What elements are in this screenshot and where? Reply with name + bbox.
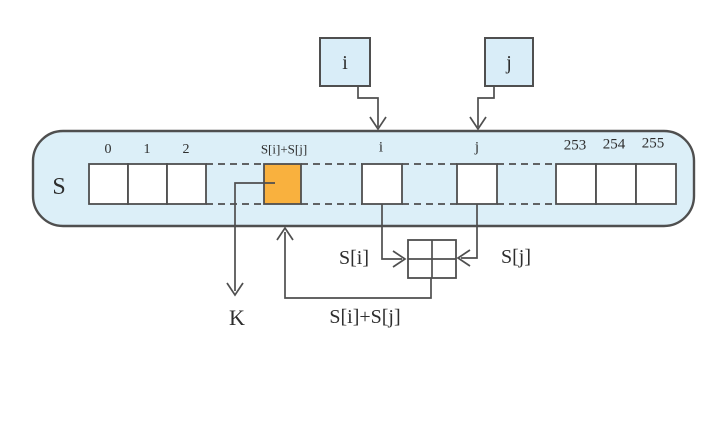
cell-2 (166, 163, 207, 205)
arrow-sj-to-adder (461, 204, 478, 259)
sj-label: S[j] (501, 246, 531, 268)
arrow-k-output-head (226, 282, 244, 297)
arrow-j-to-array-head (469, 116, 487, 131)
index-label-2: 2 (182, 142, 190, 157)
index-label-sum: S[i]+S[j] (260, 141, 308, 157)
arrow-sum-to-array (284, 232, 432, 299)
cell-253 (555, 163, 597, 205)
arrow-k-output (234, 182, 275, 291)
index-label-j: j (474, 139, 480, 156)
array-name-label: S (52, 174, 66, 200)
cell-highlight-sum (263, 163, 302, 205)
arrow-i-to-array-head (369, 116, 387, 131)
pointer-box-i-label: i (342, 52, 348, 74)
cell-1 (127, 163, 168, 205)
index-label-255: 255 (641, 135, 665, 152)
index-label-254: 254 (602, 136, 626, 153)
arrow-i-to-array (357, 86, 379, 127)
index-label-253: 253 (563, 137, 587, 154)
cell-254 (595, 163, 637, 205)
index-label-1: 1 (143, 142, 151, 157)
index-label-0: 0 (104, 142, 112, 157)
arrow-sum-to-array-head (276, 226, 294, 241)
arrow-j-to-array (477, 86, 495, 127)
cell-0 (88, 163, 129, 205)
si-label: S[i] (339, 247, 369, 269)
arrow-sj-to-adder-head (456, 249, 471, 267)
index-label-i: i (378, 139, 384, 156)
k-output-label: K (229, 305, 245, 330)
cell-255 (635, 163, 677, 205)
cell-j (456, 163, 498, 205)
arrow-si-to-adder (381, 204, 402, 260)
pointer-box-j-label: j (506, 52, 512, 74)
arrow-si-to-adder-head (392, 250, 407, 268)
pointer-box-j (484, 37, 534, 87)
cell-i (361, 163, 403, 205)
sum-label: S[i]+S[j] (329, 306, 401, 328)
pointer-box-i (319, 37, 371, 87)
